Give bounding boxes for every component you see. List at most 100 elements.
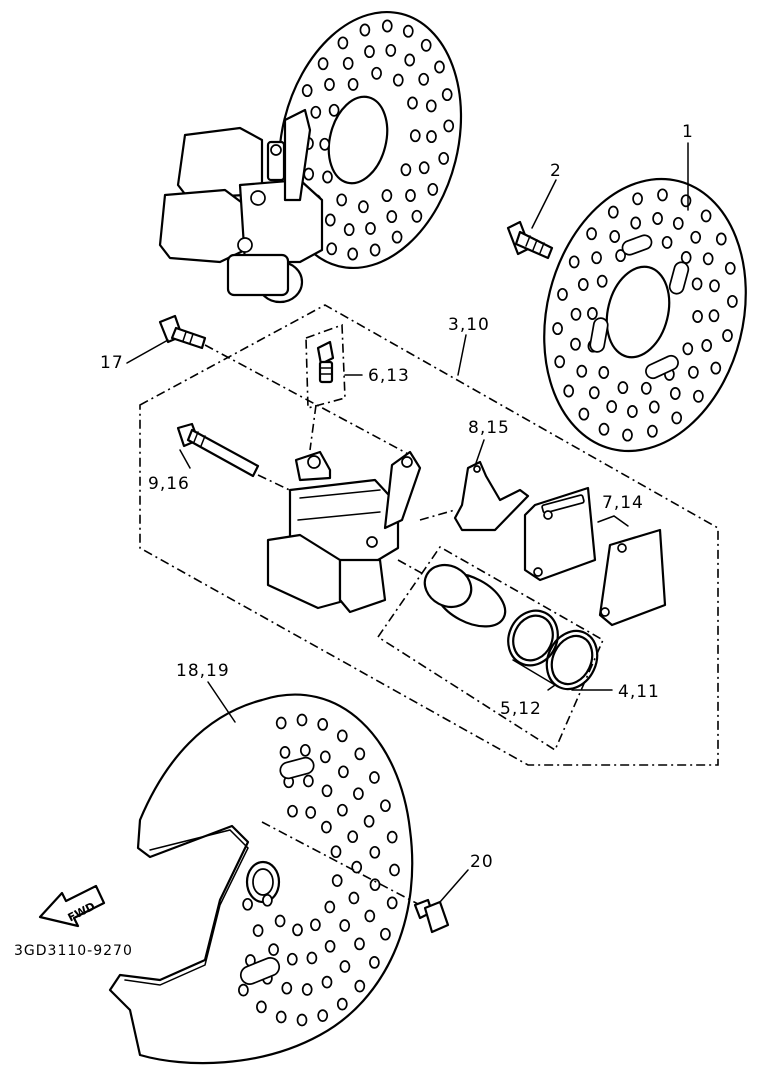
disc-vent-hole bbox=[710, 361, 722, 375]
cover-vent-hole bbox=[369, 771, 380, 784]
cover-vent-hole bbox=[274, 914, 286, 928]
disc-vent-hole bbox=[359, 23, 371, 37]
disc-vent-hole bbox=[701, 339, 713, 352]
callout-2: 2 bbox=[550, 161, 562, 181]
cover-vent-hole bbox=[275, 716, 287, 730]
leader-5 bbox=[512, 659, 557, 691]
cover-vent-hole bbox=[238, 983, 249, 997]
callout-4-11: 4,11 bbox=[618, 682, 660, 702]
cover-vent-hole bbox=[292, 923, 303, 937]
cover-vent-hole bbox=[369, 845, 381, 859]
cover-vent-hole bbox=[256, 1000, 267, 1014]
disc-vent-hole bbox=[661, 235, 673, 249]
cover-vent-hole bbox=[354, 747, 366, 761]
disc-vent-hole bbox=[411, 209, 423, 223]
cover-vent-hole bbox=[301, 983, 313, 996]
disc-vent-hole bbox=[627, 405, 638, 418]
disc-vent-hole bbox=[365, 221, 376, 235]
disc-vent-hole bbox=[425, 99, 437, 113]
leader-8 bbox=[475, 439, 485, 464]
disc-vent-hole bbox=[688, 365, 699, 379]
disc-vent-hole bbox=[630, 216, 642, 230]
disc-vent-hole bbox=[347, 247, 359, 261]
cover-vent-hole bbox=[380, 927, 391, 941]
disc-vent-hole bbox=[409, 129, 421, 143]
leader-9 bbox=[179, 449, 191, 469]
cover-vent-hole bbox=[339, 919, 351, 932]
disc-vent-hole bbox=[317, 57, 329, 71]
piston bbox=[423, 563, 507, 628]
diagram-code: 3GD3110-9270 bbox=[14, 943, 133, 959]
disc-vent-hole bbox=[402, 24, 414, 38]
cover-vent-hole bbox=[324, 939, 336, 953]
disc-vent-hole bbox=[700, 209, 712, 223]
disc-vent-hole bbox=[381, 189, 393, 203]
disc-vent-hole bbox=[693, 389, 704, 403]
disc-vent-hole bbox=[328, 103, 340, 117]
cover-vent-hole bbox=[337, 803, 348, 817]
leader-3 bbox=[457, 334, 467, 376]
disc-vent-hole bbox=[588, 386, 600, 400]
cover-vent-hole bbox=[252, 924, 264, 937]
disc-vent-hole bbox=[322, 170, 333, 184]
disc-vent-hole bbox=[336, 193, 348, 207]
cover-vent-hole bbox=[279, 746, 291, 759]
disc-vent-hole bbox=[381, 19, 393, 33]
bleeder-axis bbox=[309, 404, 317, 451]
cover-vent-hole bbox=[354, 979, 366, 993]
callout-6-13: 6,13 bbox=[368, 366, 410, 386]
disc-vent-hole bbox=[391, 230, 403, 244]
leader-2 bbox=[531, 179, 557, 229]
cover-vent-hole bbox=[321, 975, 333, 989]
cover-vent-hole bbox=[363, 814, 375, 828]
disc-vent-hole bbox=[326, 242, 338, 256]
disc-vent-hole bbox=[303, 167, 315, 181]
disc-vent-hole bbox=[690, 230, 702, 244]
disc-vent-hole bbox=[404, 53, 416, 67]
leader-17 bbox=[126, 339, 169, 364]
disc-vent-hole bbox=[576, 364, 588, 378]
cover-vent-hole bbox=[331, 874, 343, 887]
disc-vent-hole bbox=[647, 424, 658, 438]
bracket-axis bbox=[419, 509, 456, 521]
disc-vent-hole bbox=[405, 189, 416, 202]
disc-vent-hole bbox=[578, 407, 590, 421]
piston-seal bbox=[507, 609, 559, 667]
pad-support-bracket bbox=[453, 460, 530, 532]
disc-vent-hole bbox=[682, 342, 694, 356]
disc-vent-hole bbox=[648, 400, 660, 414]
disc-vent-hole bbox=[552, 322, 563, 336]
cover-vent-hole bbox=[339, 960, 351, 973]
disc-vent-hole bbox=[598, 366, 610, 379]
disc-vent-hole bbox=[715, 232, 727, 246]
disc-vent-hole bbox=[426, 130, 437, 144]
brake-pads bbox=[523, 486, 667, 627]
callout-8-15: 8,15 bbox=[468, 418, 510, 438]
dust-cover-plate bbox=[108, 693, 414, 1065]
cover-vent-hole bbox=[354, 937, 365, 951]
disc-vent-hole bbox=[672, 216, 684, 230]
disc-vent-hole bbox=[724, 261, 736, 275]
cover-vent-hole bbox=[380, 799, 391, 813]
disc-vent-hole bbox=[400, 163, 412, 177]
cover-vent-hole bbox=[386, 896, 398, 910]
cover-vent-hole bbox=[317, 1009, 329, 1022]
disc-vent-hole bbox=[343, 223, 355, 237]
disc-vent-hole bbox=[652, 212, 663, 225]
disc-vent-hole bbox=[554, 355, 566, 369]
dust-seal bbox=[545, 629, 599, 691]
disc-vent-hole bbox=[709, 279, 720, 293]
disc-vent-hole bbox=[407, 96, 418, 110]
cover-vent-hole bbox=[262, 893, 273, 907]
cover-vent-hole bbox=[347, 830, 359, 844]
disc-vent-hole bbox=[609, 230, 621, 243]
cover-vent-hole bbox=[338, 765, 349, 779]
assembled-brake-illustration bbox=[158, 10, 463, 304]
cover-vent-hole bbox=[353, 787, 364, 801]
cover-vent-hole bbox=[303, 774, 314, 788]
disc-vent-hole bbox=[441, 88, 453, 102]
disc-vent-hole bbox=[640, 381, 652, 395]
callout-20: 20 bbox=[470, 852, 494, 872]
disc-vent-hole bbox=[617, 381, 629, 395]
